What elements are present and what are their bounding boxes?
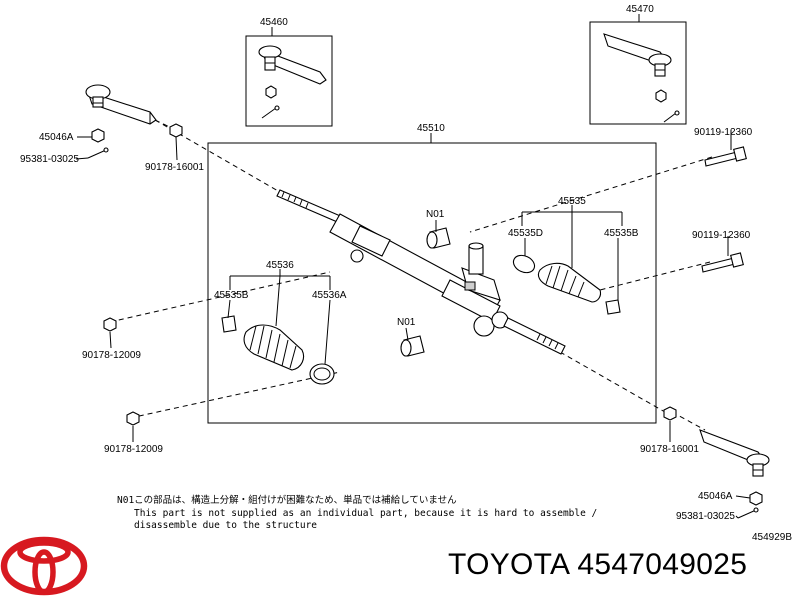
label-ref-code: 454929B — [752, 532, 792, 543]
box-45510 — [207, 133, 657, 424]
tie-rod-end-45470 — [603, 33, 680, 123]
label-90119-upper: 90119-12360 — [694, 127, 753, 138]
clamp-45536a — [309, 363, 335, 385]
nut-90178-12009-lower — [126, 411, 140, 426]
label-95381-left: 95381-03025 — [20, 154, 79, 165]
note-japanese: N01この部品は、構造上分解・組付けが困難なため、単品では補給していません — [117, 494, 457, 506]
tie-rod-end-right — [699, 429, 770, 477]
clip-45535b-right — [605, 299, 621, 315]
boot-45535 — [537, 262, 602, 303]
label-45470: 45470 — [626, 4, 654, 15]
cotter-pin-left — [87, 147, 109, 159]
label-leaders — [75, 130, 751, 519]
label-45535: 45535 — [558, 196, 586, 207]
nut-45046a-left — [91, 128, 105, 143]
brand-caption: TOYOTA 4547049025 — [448, 548, 748, 581]
label-90178-12009-lower: 90178-12009 — [104, 444, 163, 455]
label-90178-16001-left: 90178-16001 — [145, 162, 204, 173]
box-45470 — [589, 14, 687, 125]
note-english-1: This part is not supplied as an individu… — [134, 508, 597, 519]
nut-90178-16001-right — [663, 406, 677, 421]
label-n01-upper: N01 — [426, 209, 445, 220]
label-45535b-right: 45535B — [604, 228, 639, 239]
label-45536a: 45536A — [312, 290, 347, 301]
clamp-45535d — [512, 254, 536, 274]
label-90119-lower: 90119-12360 — [692, 230, 751, 241]
bolt-90119-lower — [701, 252, 744, 273]
label-45510: 45510 — [417, 123, 445, 134]
label-45535b-left: 45535B — [214, 290, 249, 301]
label-95381-right: 95381-03025 — [676, 511, 735, 522]
label-n01-lower: N01 — [397, 317, 416, 328]
steering-rack-45510 — [276, 189, 566, 355]
label-90178-16001-right: 90178-16001 — [640, 444, 699, 455]
bolt-90119-upper — [704, 146, 747, 167]
tie-rod-end-45460 — [258, 45, 327, 119]
clip-45535b-left — [221, 315, 237, 333]
boot-45536 — [243, 324, 305, 371]
tie-rod-end-left — [85, 84, 157, 125]
note-english-2: disassemble due to the structure — [134, 520, 317, 531]
toyota-logo-icon — [0, 536, 88, 596]
label-45535d: 45535D — [508, 228, 543, 239]
bushing-n01-lower — [400, 335, 425, 357]
nut-45046a-right — [749, 491, 763, 506]
nut-90178-12009-upper — [103, 317, 117, 332]
label-45536: 45536 — [266, 260, 294, 271]
label-45460: 45460 — [260, 17, 288, 28]
nut-90178-16001-left — [169, 123, 183, 138]
cotter-pin-right — [737, 507, 759, 519]
label-45046a-left: 45046A — [39, 132, 74, 143]
bushing-n01-upper — [426, 227, 451, 249]
label-90178-12009-upper: 90178-12009 — [82, 350, 141, 361]
box-45460 — [245, 27, 333, 127]
label-45046a-right: 45046A — [698, 491, 733, 502]
